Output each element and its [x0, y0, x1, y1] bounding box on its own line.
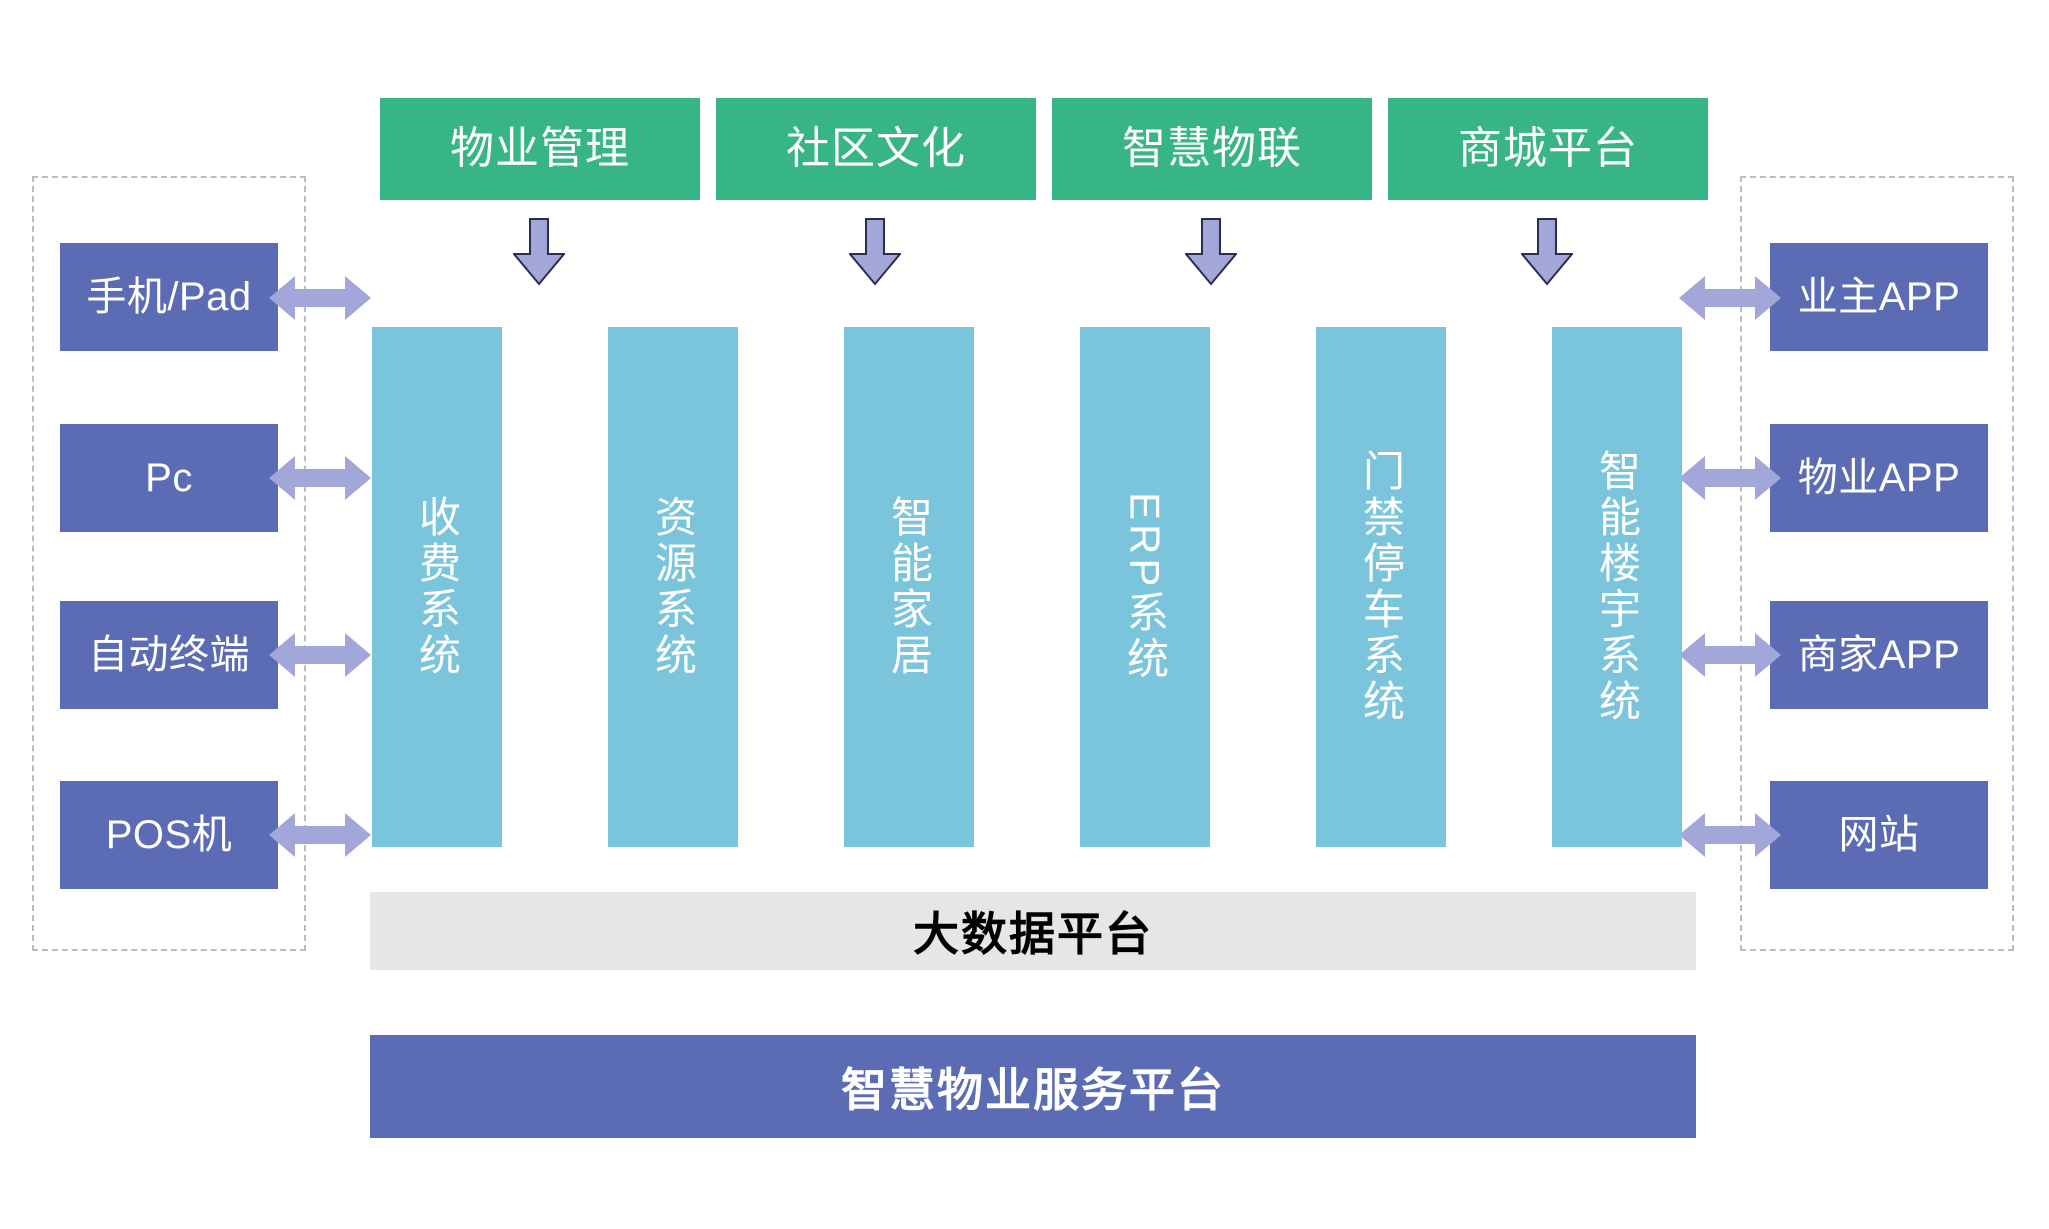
channel-box-merchant-app[interactable]: 商家APP — [1770, 601, 1988, 709]
system-column-charging[interactable]: 收费系统 — [372, 327, 502, 847]
system-label: ERP系统 — [1121, 491, 1169, 683]
channel-label: 业主APP — [1797, 275, 1961, 319]
down-arrow-icon-2 — [849, 218, 901, 286]
system-column-resource[interactable]: 资源系统 — [608, 327, 738, 847]
big-data-platform-label: 大数据平台 — [913, 908, 1153, 960]
right-channel-group-frame — [1740, 176, 2014, 951]
system-label: 智能家居 — [885, 495, 933, 679]
channel-label: 商家APP — [1797, 633, 1961, 677]
smart-property-service-platform-label: 智慧物业服务平台 — [841, 1063, 1225, 1116]
channel-label: 网站 — [1838, 813, 1920, 857]
channel-label: 物业APP — [1797, 456, 1961, 500]
channel-label: Pc — [145, 456, 193, 500]
channel-box-pc[interactable]: Pc — [60, 424, 278, 532]
channel-box-owner-app[interactable]: 业主APP — [1770, 243, 1988, 351]
channel-label: 自动终端 — [88, 633, 250, 677]
module-label: 物业管理 — [450, 124, 630, 173]
module-label: 社区文化 — [786, 124, 966, 173]
module-box-property-management[interactable]: 物业管理 — [380, 98, 700, 200]
down-arrow-icon-3 — [1185, 218, 1237, 286]
module-label: 商城平台 — [1458, 124, 1638, 173]
system-label: 收费系统 — [413, 495, 461, 679]
system-column-access-parking[interactable]: 门禁停车系统 — [1316, 327, 1446, 847]
channel-label: 手机/Pad — [86, 275, 252, 319]
module-box-smart-iot[interactable]: 智慧物联 — [1052, 98, 1372, 200]
system-column-smart-building[interactable]: 智能楼宇系统 — [1552, 327, 1682, 847]
system-column-smart-home[interactable]: 智能家居 — [844, 327, 974, 847]
channel-box-pos-machine[interactable]: POS机 — [60, 781, 278, 889]
channel-box-property-app[interactable]: 物业APP — [1770, 424, 1988, 532]
system-label: 门禁停车系统 — [1357, 449, 1405, 725]
channel-box-self-service-terminal[interactable]: 自动终端 — [60, 601, 278, 709]
channel-box-mobile-pad[interactable]: 手机/Pad — [60, 243, 278, 351]
down-arrow-icon-1 — [513, 218, 565, 286]
down-arrow-icon-4 — [1521, 218, 1573, 286]
system-label: 资源系统 — [649, 495, 697, 679]
system-label: 智能楼宇系统 — [1593, 449, 1641, 725]
module-label: 智慧物联 — [1122, 124, 1302, 173]
left-channel-group-frame — [32, 176, 306, 951]
channel-label: POS机 — [105, 813, 233, 857]
channel-box-website[interactable]: 网站 — [1770, 781, 1988, 889]
module-box-mall-platform[interactable]: 商城平台 — [1388, 98, 1708, 200]
system-column-erp[interactable]: ERP系统 — [1080, 327, 1210, 847]
big-data-platform-bar[interactable]: 大数据平台 — [370, 892, 1696, 970]
smart-property-service-platform-bar[interactable]: 智慧物业服务平台 — [370, 1035, 1696, 1138]
module-box-community-culture[interactable]: 社区文化 — [716, 98, 1036, 200]
